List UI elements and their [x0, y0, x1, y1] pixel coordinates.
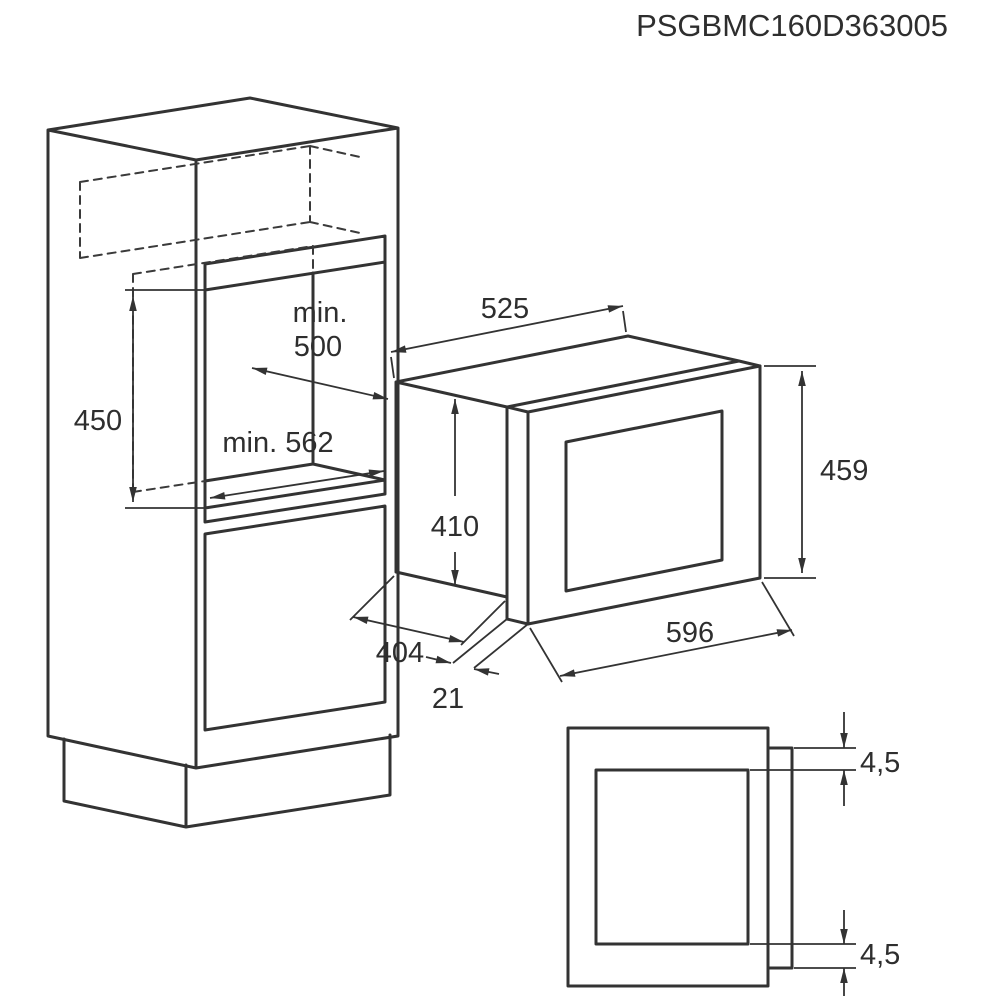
- dim-404-label: 404: [376, 637, 424, 669]
- dim-500-label: 500: [294, 331, 342, 363]
- detail-inner-box: [594, 768, 750, 946]
- dim-562-label: min. 562: [222, 427, 333, 459]
- microwave-drawing: 525 410 459 596 404: [349, 293, 868, 715]
- dim-overlap-top-reference-lines: [750, 747, 856, 771]
- dim-562-arrow: [209, 469, 385, 500]
- dim-410-label: 410: [431, 511, 479, 543]
- dim-596-label: 596: [666, 617, 714, 649]
- dim-niche-width: min. 562: [209, 427, 385, 500]
- dim-21-extension-lines: [452, 618, 529, 669]
- detail-section-view: 4,5 4,5: [566, 712, 900, 996]
- dim-21-label: 21: [432, 683, 464, 715]
- microwave-door-window: [564, 409, 724, 593]
- dim-body-height: 410: [431, 399, 479, 585]
- detail-front-frame-strip: [766, 746, 794, 970]
- dim-500-arrow: [251, 367, 389, 400]
- dim-overlap-bottom-label: 4,5: [860, 939, 900, 971]
- niche-interior-hidden-lines: [132, 245, 314, 493]
- dim-21-arrow-left: [425, 655, 452, 664]
- dim-front-height: 459: [764, 365, 868, 579]
- dim-525-label: 525: [481, 293, 529, 325]
- dim-404-extension-lines: [349, 575, 506, 646]
- dim-overlap-bottom-reference-lines: [750, 943, 856, 969]
- dim-front-width: 596: [529, 581, 795, 683]
- dim-459-label: 459: [820, 455, 868, 487]
- dim-404-arrow: [352, 616, 465, 643]
- product-code: PSGBMC160D363005: [636, 8, 948, 43]
- dim-top-width: 525: [390, 293, 627, 379]
- dim-459-extension-lines: [764, 365, 816, 579]
- niche-opening: [203, 234, 387, 524]
- dim-450-label: 450: [74, 405, 122, 437]
- dim-niche-height: 450: [74, 289, 205, 509]
- cabinet-faces: [46, 96, 400, 770]
- dim-niche-depth: min. 500: [251, 297, 389, 400]
- cabinet-drawing: 450 min. 500 min. 562: [46, 96, 400, 829]
- dim-overlap-top-label: 4,5: [860, 747, 900, 779]
- dim-525-extension-lines: [390, 310, 627, 379]
- dim-525-arrow: [390, 305, 624, 353]
- upper-cavity-hidden-lines: [79, 145, 361, 259]
- dim-21-arrow-right: [473, 668, 500, 676]
- dim-450-extension-lines: [125, 289, 205, 509]
- dim-body-depth: 404: [349, 575, 506, 669]
- microwave-body: [394, 334, 762, 626]
- microwave-front-frame: [526, 364, 762, 626]
- dim-overlap-bottom: 4,5: [750, 910, 900, 996]
- detail-outer-box: [566, 726, 770, 988]
- dim-596-extension-lines: [529, 581, 795, 683]
- cabinet-plinth: [62, 733, 392, 829]
- cabinet-door-panel: [203, 504, 387, 732]
- dim-overlap-top: 4,5: [750, 712, 900, 806]
- dim-596-arrow: [559, 629, 793, 677]
- dim-min-label: min.: [293, 297, 348, 329]
- dim-frame-protrusion: 21: [425, 618, 529, 715]
